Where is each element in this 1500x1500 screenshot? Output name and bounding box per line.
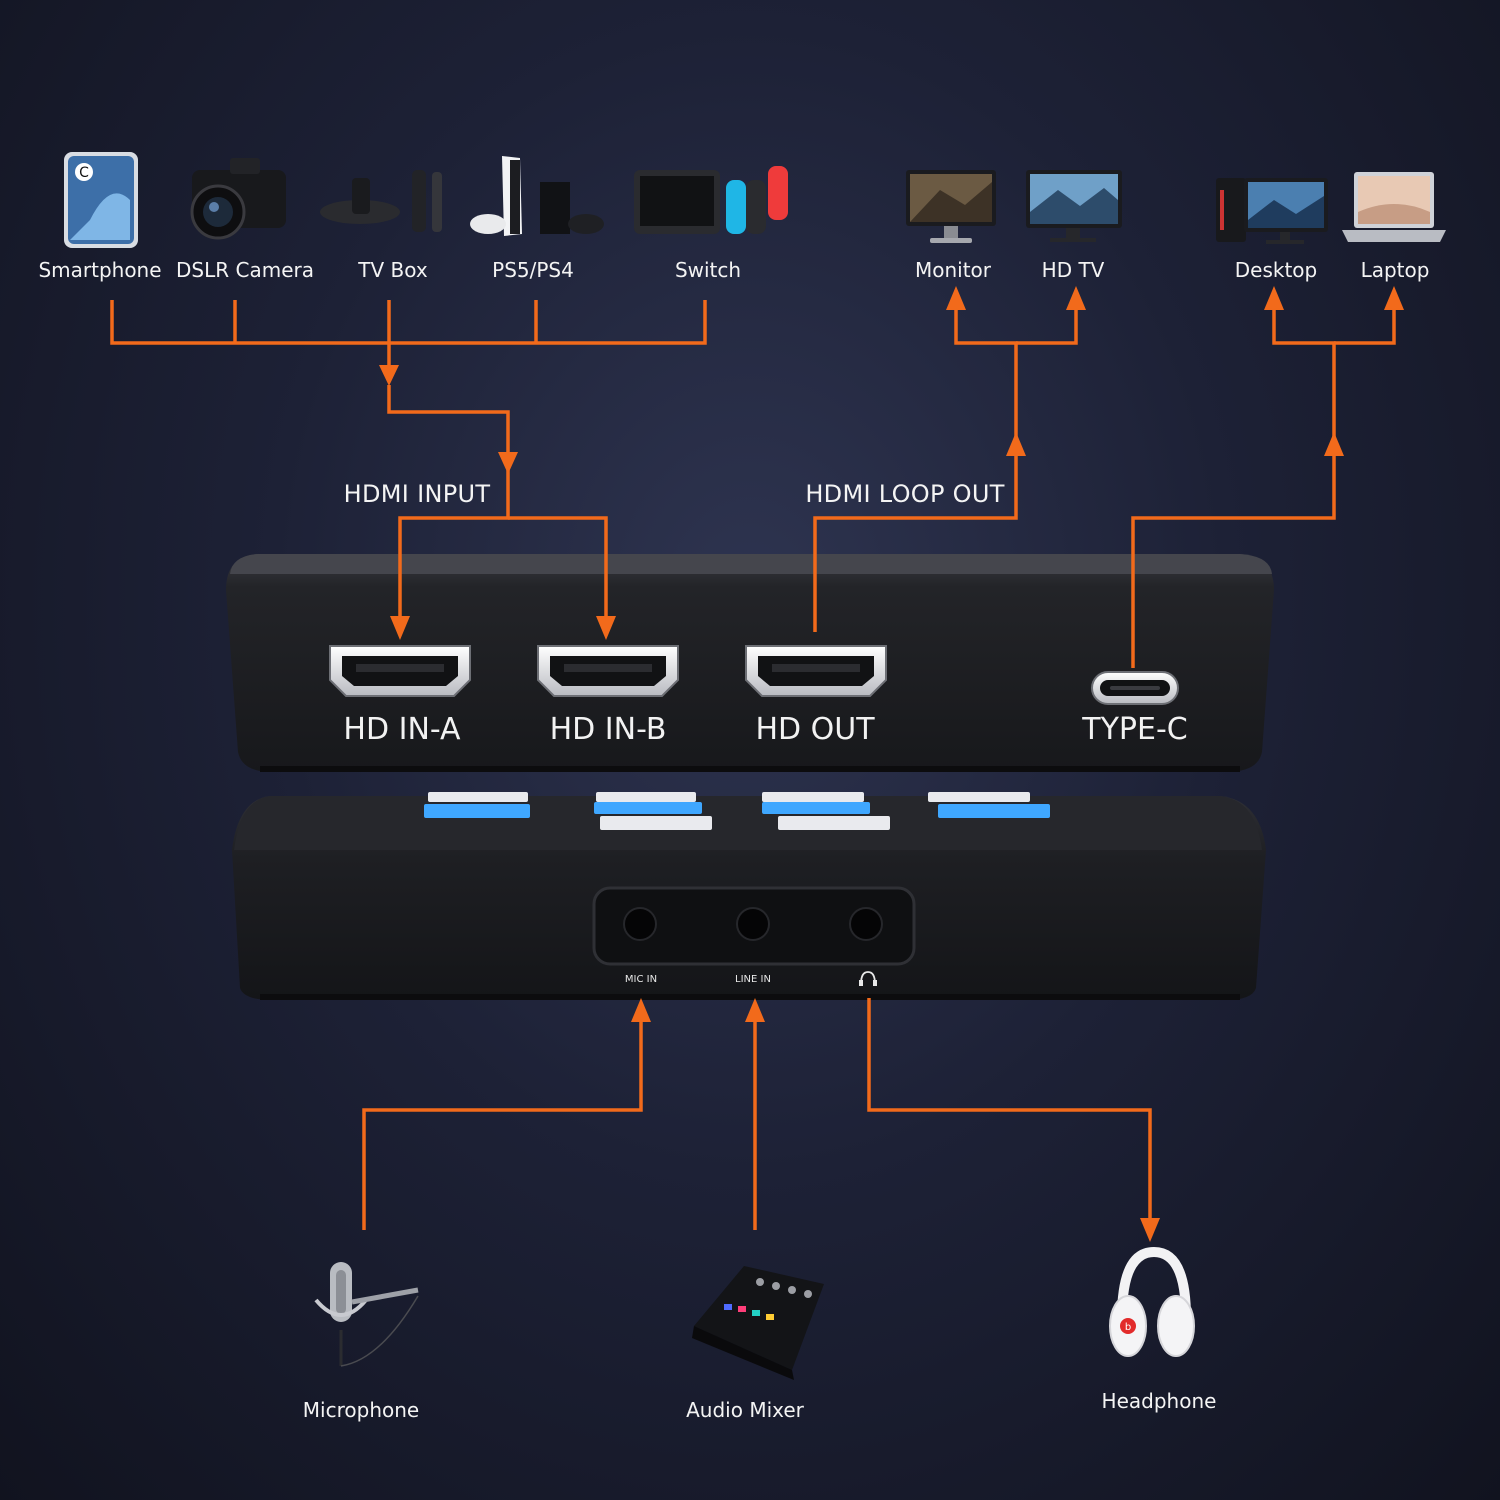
label-headphone: Headphone <box>1101 1389 1217 1413</box>
port-label-in-b: HD IN-B <box>549 712 667 747</box>
label-ps5-ps4: PS5/PS4 <box>492 258 574 282</box>
label-tv-box: TV Box <box>358 258 428 282</box>
playstation-icon <box>470 156 604 236</box>
hdmi-port-out[interactable] <box>745 645 887 697</box>
section-hdmi-loop-out: HDMI LOOP OUT <box>805 480 1005 508</box>
monitor-icon <box>906 170 996 243</box>
hdmi-port-in-a[interactable] <box>329 645 471 697</box>
headphone-jack[interactable] <box>849 907 883 941</box>
laptop-icon <box>1342 172 1446 242</box>
label-audio-mixer: Audio Mixer <box>686 1398 804 1422</box>
jack-label-line-in: LINE IN <box>735 974 771 985</box>
svg-text:b: b <box>1125 1322 1131 1333</box>
label-switch: Switch <box>674 258 742 282</box>
label-dslr-camera: DSLR Camera <box>176 258 314 282</box>
mic-in-jack[interactable] <box>623 907 657 941</box>
label-smartphone: Smartphone <box>38 258 162 282</box>
tv-box-icon <box>320 170 442 232</box>
label-laptop: Laptop <box>1360 258 1430 282</box>
line-in-jack[interactable] <box>736 907 770 941</box>
label-monitor: Monitor <box>914 258 992 282</box>
label-hdtv: HD TV <box>1041 258 1105 282</box>
port-label-in-a: HD IN-A <box>343 712 461 747</box>
usb-typec-port[interactable] <box>1091 671 1179 705</box>
hdmi-port-in-b[interactable] <box>537 645 679 697</box>
desktop-icon <box>1216 178 1328 244</box>
port-label-typec: TYPE-C <box>1082 712 1188 747</box>
label-microphone: Microphone <box>302 1398 420 1422</box>
headphone-jack-icon <box>859 971 877 986</box>
section-hdmi-input: HDMI INPUT <box>343 480 491 508</box>
microphone-icon <box>314 1262 419 1367</box>
arrow-head-sources <box>379 365 399 386</box>
svg-text:C: C <box>79 165 89 181</box>
dslr-camera-icon <box>190 158 286 240</box>
audio-mixer-icon <box>692 1266 824 1380</box>
smartphone-icon: C <box>64 152 138 248</box>
led-buttons[interactable] <box>424 792 1050 830</box>
nintendo-switch-icon <box>634 166 788 234</box>
headphone-icon: b <box>1109 1246 1195 1357</box>
hdtv-icon <box>1026 170 1122 242</box>
port-label-out: HD OUT <box>755 712 875 747</box>
label-desktop: Desktop <box>1234 258 1318 282</box>
jack-label-mic-in: MIC IN <box>624 974 658 985</box>
